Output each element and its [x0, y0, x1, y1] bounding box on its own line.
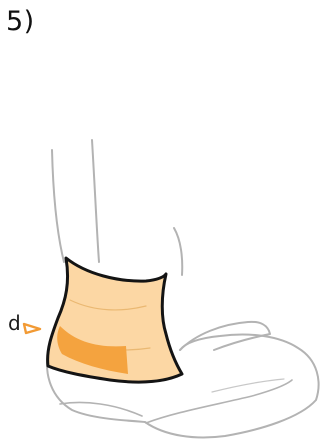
callout-label: d: [8, 313, 21, 333]
calf-outline: [174, 228, 182, 275]
leg-outline: [52, 140, 99, 262]
triangle-marker-icon: [24, 324, 40, 333]
